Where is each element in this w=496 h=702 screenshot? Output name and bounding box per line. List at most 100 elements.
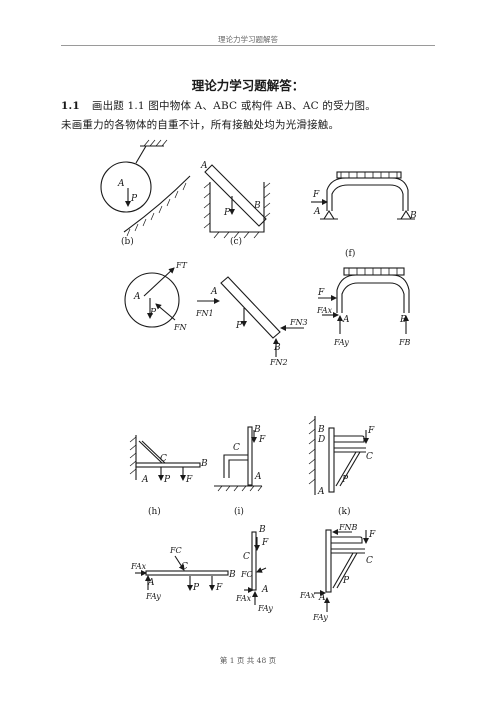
ball-fbd-b bbox=[124, 272, 180, 328]
caption-i: (i) bbox=[234, 506, 244, 517]
label-P-fbd-b: P bbox=[149, 308, 157, 318]
rope-b bbox=[135, 145, 147, 164]
figure-i bbox=[214, 426, 263, 492]
label-FT: FT bbox=[175, 261, 188, 270]
support-A-f bbox=[323, 209, 335, 220]
label-B-k: B bbox=[317, 425, 325, 435]
label-A-fbd-b: A bbox=[133, 292, 141, 302]
brace-k2 bbox=[339, 451, 361, 487]
frame-i bbox=[223, 454, 248, 478]
label-A-k: A bbox=[317, 487, 325, 497]
wall-hatch-k bbox=[308, 418, 316, 485]
ground-hatch-i bbox=[217, 485, 263, 492]
label-B-h: B bbox=[200, 459, 208, 469]
normal-arrow bbox=[155, 303, 176, 321]
label-FC-i: FC bbox=[240, 570, 253, 579]
caption-h: (h) bbox=[148, 506, 161, 517]
label-P-fbd-h: P bbox=[192, 583, 200, 593]
label-A-fbd-h: A bbox=[147, 578, 155, 588]
load-arrows-fbd-f bbox=[348, 268, 398, 275]
figure-c bbox=[203, 164, 271, 239]
label-FAx-h: FAx bbox=[130, 562, 147, 571]
vertical-member-k bbox=[328, 427, 335, 493]
fbd-i bbox=[244, 531, 267, 605]
top-arm-k bbox=[334, 435, 365, 443]
label-FAy-i: FAy bbox=[257, 604, 273, 613]
vertical-bar-i bbox=[247, 426, 253, 486]
label-A-b: A bbox=[117, 179, 125, 189]
box-c bbox=[209, 182, 265, 233]
beam-h bbox=[135, 462, 201, 468]
label-P-k: P bbox=[341, 475, 349, 485]
box-hatch-c bbox=[203, 182, 271, 239]
curved-wall-b bbox=[123, 175, 191, 233]
figure-f bbox=[311, 171, 415, 220]
label-FB-f: FB bbox=[398, 338, 411, 347]
problem-statement-line2: 未画重力的各物体的自重不计，所有接触处均为光滑接触。 bbox=[61, 119, 340, 131]
ball-b bbox=[100, 161, 152, 213]
caption-k: (k) bbox=[338, 506, 350, 517]
label-C-h: C bbox=[160, 454, 167, 464]
label-FAy-f: FAy bbox=[333, 338, 349, 347]
header-rule bbox=[61, 45, 435, 46]
page-header: 理论力学习题解答 bbox=[218, 35, 278, 44]
label-C-i: C bbox=[233, 443, 240, 453]
label-B-fbd-h: B bbox=[228, 570, 236, 580]
label-F-h: F bbox=[185, 475, 193, 485]
label-B-fbd-i: B bbox=[258, 525, 266, 535]
label-FAx-k: FAx bbox=[299, 591, 316, 600]
caption-f: (f) bbox=[345, 248, 355, 259]
label-A-i: A bbox=[254, 472, 262, 482]
label-P-h: P bbox=[163, 475, 171, 485]
fbd-c bbox=[197, 276, 304, 357]
caption-c: (c) bbox=[230, 236, 242, 247]
fc-arrow-i bbox=[256, 567, 267, 573]
label-FN3: FN3 bbox=[289, 318, 308, 327]
problem-statement-line1: 1.1 画出题 1.1 图中物体 A、ABC 或构件 AB、AC 的受力图。 bbox=[61, 98, 376, 113]
label-A-fbd-f: A bbox=[342, 315, 350, 325]
label-P-fbd-k: P bbox=[342, 576, 350, 586]
label-F-fbd-f: F bbox=[317, 288, 325, 298]
brace-fbd-k2 bbox=[336, 552, 358, 589]
wall-hatch-b bbox=[126, 182, 187, 237]
arch-outer-f bbox=[326, 177, 409, 211]
label-FN1: FN1 bbox=[195, 309, 214, 318]
label-C-fbd-i: C bbox=[243, 552, 250, 562]
strut-h bbox=[138, 440, 163, 464]
label-FAx-i: FAx bbox=[235, 594, 252, 603]
page-footer: 第 1 页 共 48 页 bbox=[219, 656, 277, 665]
problem-number: 1.1 bbox=[61, 100, 80, 112]
label-A-fbd-k: A bbox=[318, 593, 326, 603]
label-A-c: A bbox=[200, 161, 208, 171]
label-P-b: P bbox=[130, 194, 138, 204]
label-B-f: B bbox=[409, 211, 417, 221]
fbd-h bbox=[135, 555, 229, 591]
fbd-k bbox=[314, 529, 369, 612]
label-FAy-h: FAy bbox=[145, 592, 161, 601]
bar-fbd-i bbox=[251, 531, 257, 591]
label-F-fbd-i: F bbox=[261, 538, 269, 548]
figure-h bbox=[129, 435, 201, 481]
label-C-fbd-h: C bbox=[181, 562, 188, 572]
problem-text-1: 画出题 1.1 图中物体 A、ABC 或构件 AB、AC 的受力图。 bbox=[91, 100, 376, 112]
label-F-fbd-k: F bbox=[368, 530, 376, 540]
caption-b: (b) bbox=[121, 236, 134, 247]
load-band-fbd-f bbox=[343, 267, 405, 276]
label-B-fbd-c: B bbox=[273, 343, 281, 353]
brace-k bbox=[335, 451, 357, 487]
label-D-k: D bbox=[317, 435, 325, 445]
label-A-h: A bbox=[141, 475, 149, 485]
label-C-k: C bbox=[366, 452, 373, 462]
strut-h2 bbox=[141, 440, 166, 464]
fbd-f bbox=[318, 267, 410, 334]
ceiling-hatch-b bbox=[143, 139, 168, 147]
label-FN: FN bbox=[173, 323, 188, 332]
label-FN2: FN2 bbox=[269, 358, 288, 367]
label-C-fbd-k: C bbox=[366, 556, 373, 566]
label-F-f: F bbox=[312, 190, 320, 200]
label-FAy-k: FAy bbox=[312, 613, 328, 622]
member-fbd-k bbox=[325, 529, 332, 593]
arch-inner-fbd-f bbox=[341, 282, 405, 313]
figure-labels: A P A B P F A B FT A P FN A FN1 P FN3 B … bbox=[117, 161, 417, 622]
